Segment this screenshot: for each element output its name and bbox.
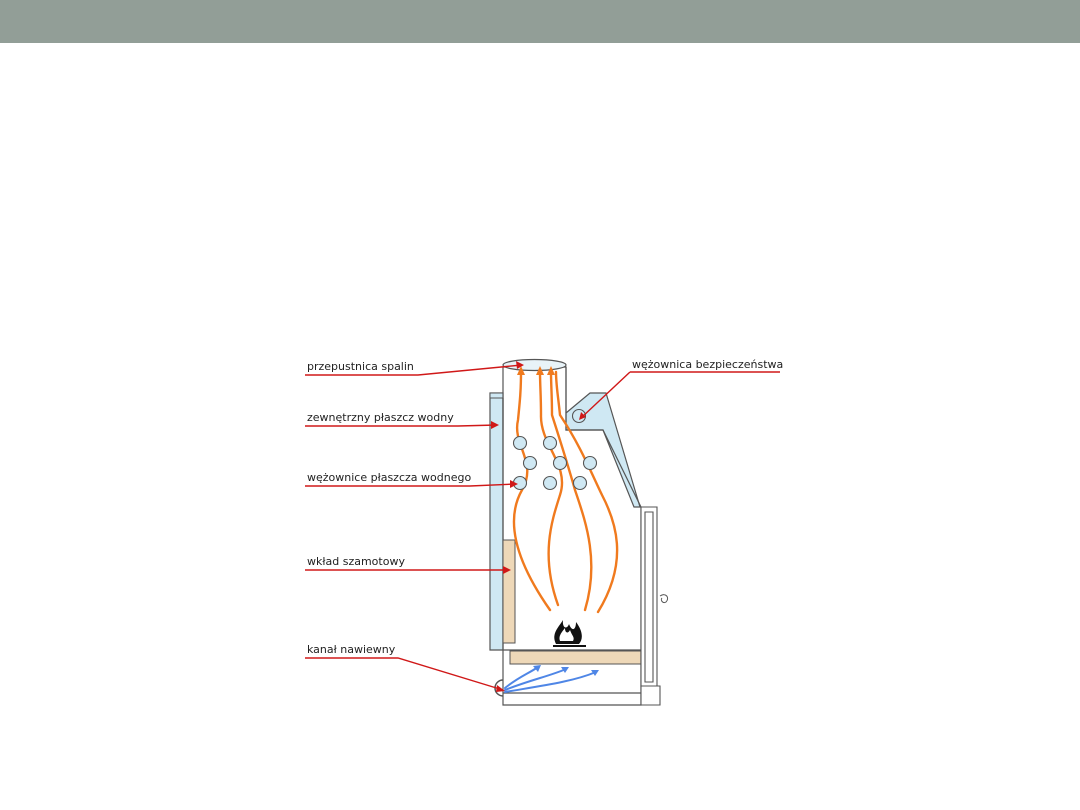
top-bar bbox=[0, 0, 1080, 43]
leader-arrowheads bbox=[491, 361, 586, 692]
label-flue-damper: przepustnica spalin bbox=[307, 360, 414, 373]
outer-water-jacket bbox=[489, 392, 504, 651]
firebrick-lining bbox=[502, 539, 516, 644]
label-air-channel: kanał nawiewny bbox=[307, 643, 396, 656]
air-flow-arrows bbox=[533, 665, 599, 676]
safety-coil bbox=[571, 408, 587, 424]
door-handle bbox=[659, 594, 669, 603]
flue-gas-arrows bbox=[517, 366, 555, 375]
leader-lines bbox=[305, 364, 780, 691]
water-jacket-coils bbox=[512, 435, 598, 491]
leader-air-channel bbox=[305, 657, 504, 691]
label-outer-water-jacket: zewnętrzny płaszcz wodny bbox=[307, 411, 454, 424]
label-jacket-coils: wężownice płaszcza wodnego bbox=[307, 471, 471, 484]
air-flow-paths bbox=[504, 666, 597, 693]
label-firebrick-lining: wkład szamotowy bbox=[307, 555, 405, 568]
leader-safety-coil bbox=[580, 371, 780, 419]
leader-jacket-coils bbox=[305, 483, 517, 487]
firebrick-floor bbox=[509, 650, 642, 665]
flue-chimney bbox=[502, 367, 567, 430]
flue-damper bbox=[502, 358, 567, 372]
front-door-lower bbox=[640, 685, 661, 706]
label-safety-coil: wężownica bezpieczeństwa bbox=[632, 358, 783, 371]
leader-flue-damper bbox=[305, 364, 523, 376]
water-jacket-top bbox=[489, 392, 504, 399]
front-door bbox=[640, 506, 658, 687]
leader-outer-water-jacket bbox=[305, 424, 498, 427]
fire-icon bbox=[553, 620, 586, 647]
